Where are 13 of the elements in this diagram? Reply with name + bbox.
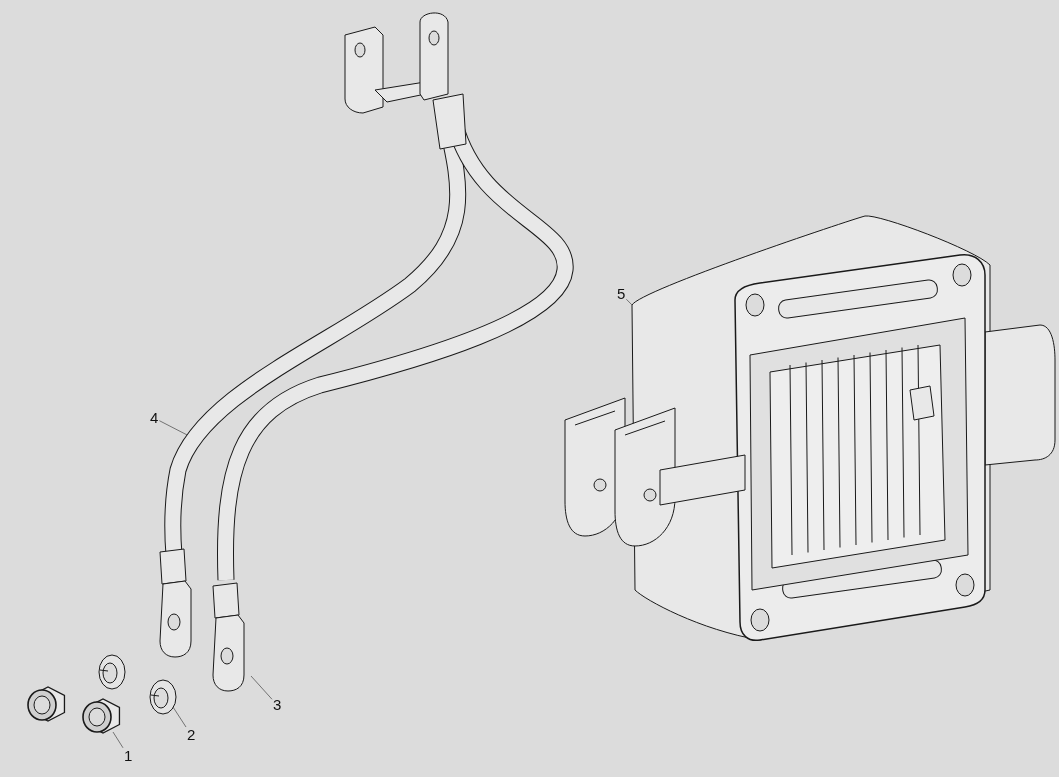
nut-drawing <box>82 698 121 734</box>
leader-line <box>250 675 273 700</box>
callout-number: 3 <box>273 697 282 713</box>
cable-drawing <box>159 12 574 658</box>
washer-drawing <box>149 679 177 715</box>
regulator-drawing <box>564 215 1056 642</box>
leader-line <box>112 731 124 749</box>
callout-number: 4 <box>150 410 159 426</box>
callout-number: 2 <box>187 727 196 743</box>
callout-number: 5 <box>617 286 626 302</box>
cable-lug-drawing <box>212 582 245 692</box>
callout-number: 1 <box>124 748 133 764</box>
leader-line <box>172 706 187 728</box>
